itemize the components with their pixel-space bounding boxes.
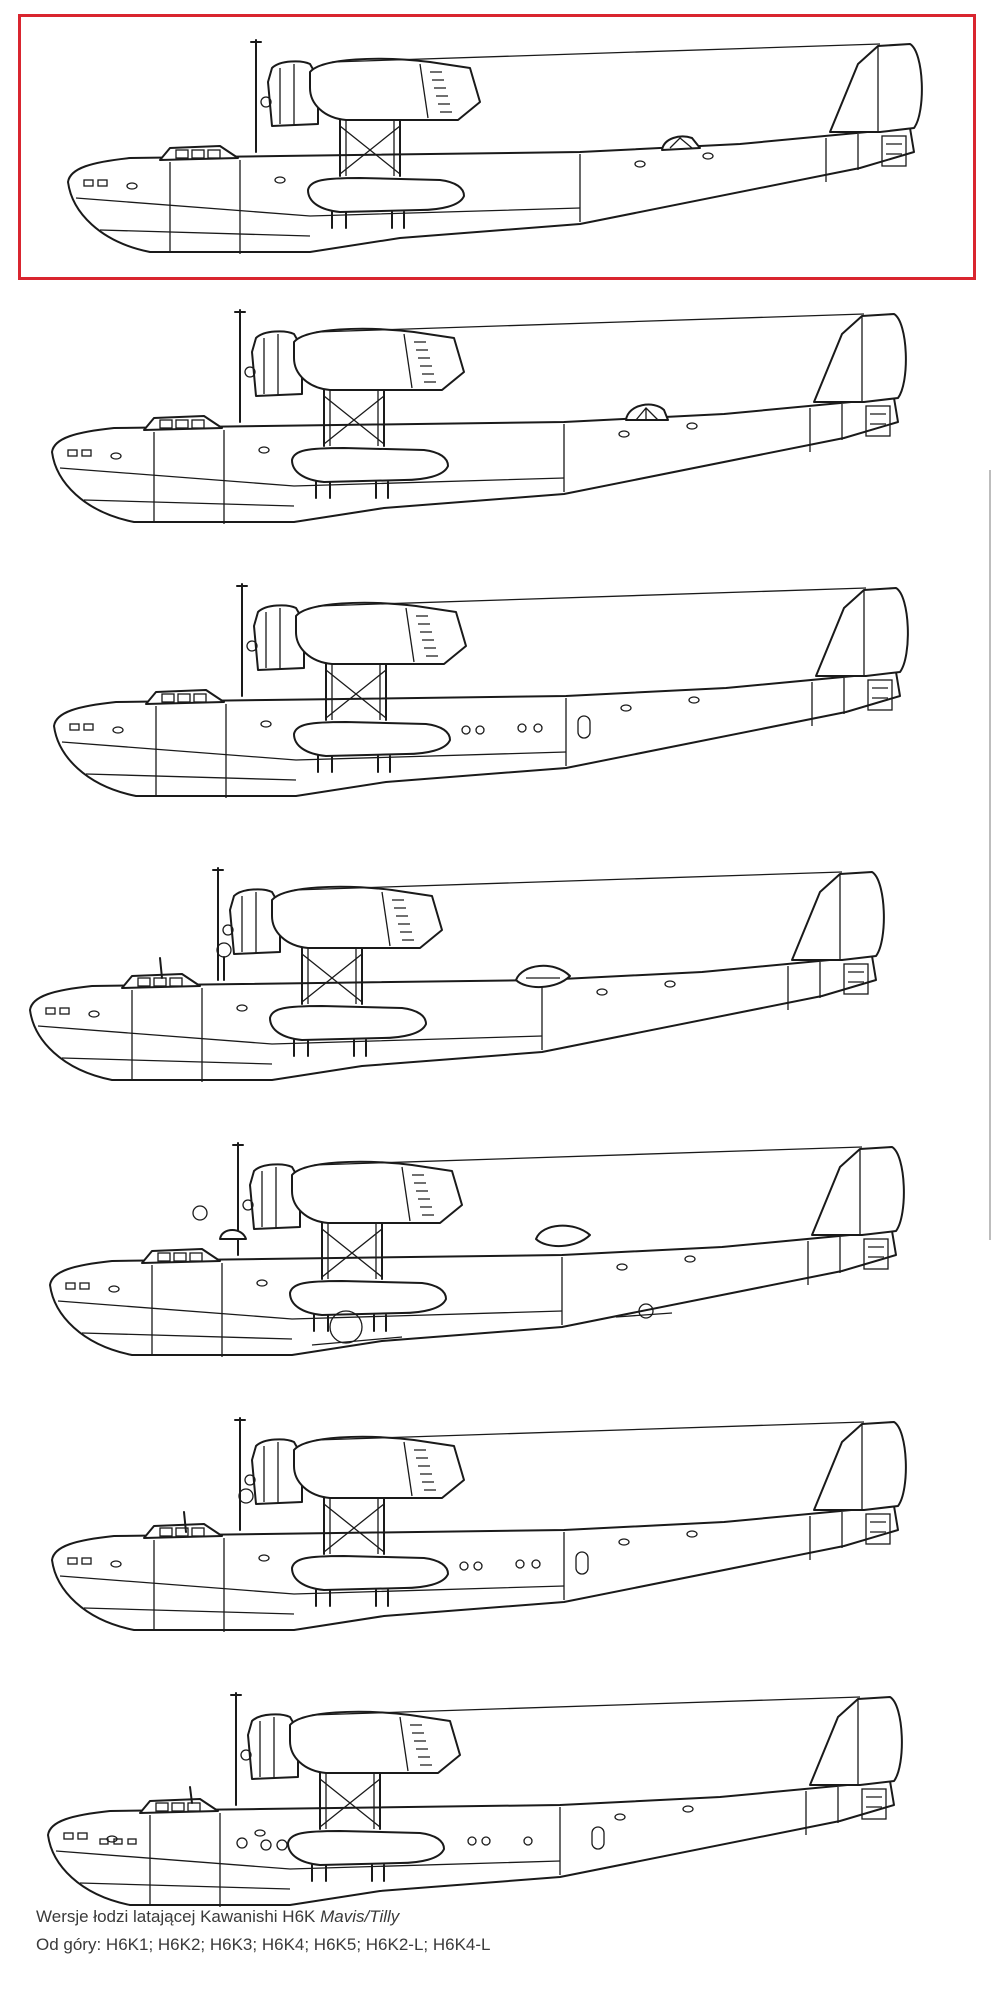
caption-line-1: Wersje łodzi latającej Kawanishi H6K Mav… bbox=[36, 1907, 400, 1926]
figure-caption: Wersje łodzi latającej Kawanishi H6K Mav… bbox=[36, 1903, 936, 1959]
caption-line-2: Od góry: H6K1; H6K2; H6K3; H6K4; H6K5; H… bbox=[36, 1935, 491, 1954]
drawing-h6k3 bbox=[53, 583, 909, 799]
drawing-h6k4 bbox=[29, 867, 885, 1083]
drawing-h6k2-l bbox=[51, 1417, 907, 1633]
drawing-h6k4-l bbox=[47, 1692, 903, 1908]
caption-italic-names: Mavis/Tilly bbox=[320, 1907, 400, 1926]
drawing-h6k1 bbox=[67, 39, 923, 255]
drawing-h6k2 bbox=[51, 309, 907, 525]
page-edge-rule bbox=[989, 470, 991, 1240]
drawing-h6k5 bbox=[49, 1142, 905, 1358]
